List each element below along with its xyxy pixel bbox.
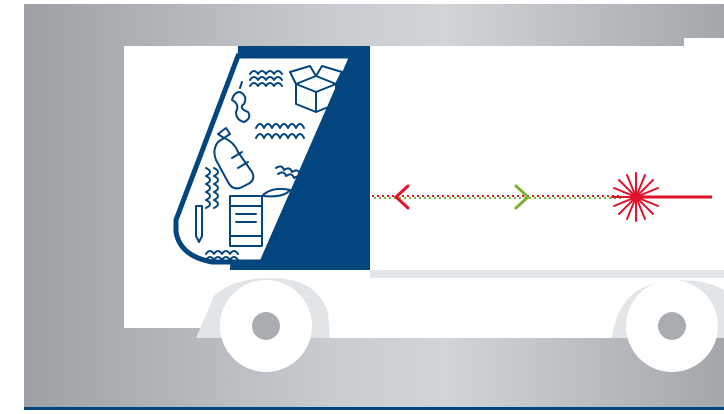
laser-burst-icon — [612, 173, 660, 221]
bottom-rule — [24, 407, 724, 410]
